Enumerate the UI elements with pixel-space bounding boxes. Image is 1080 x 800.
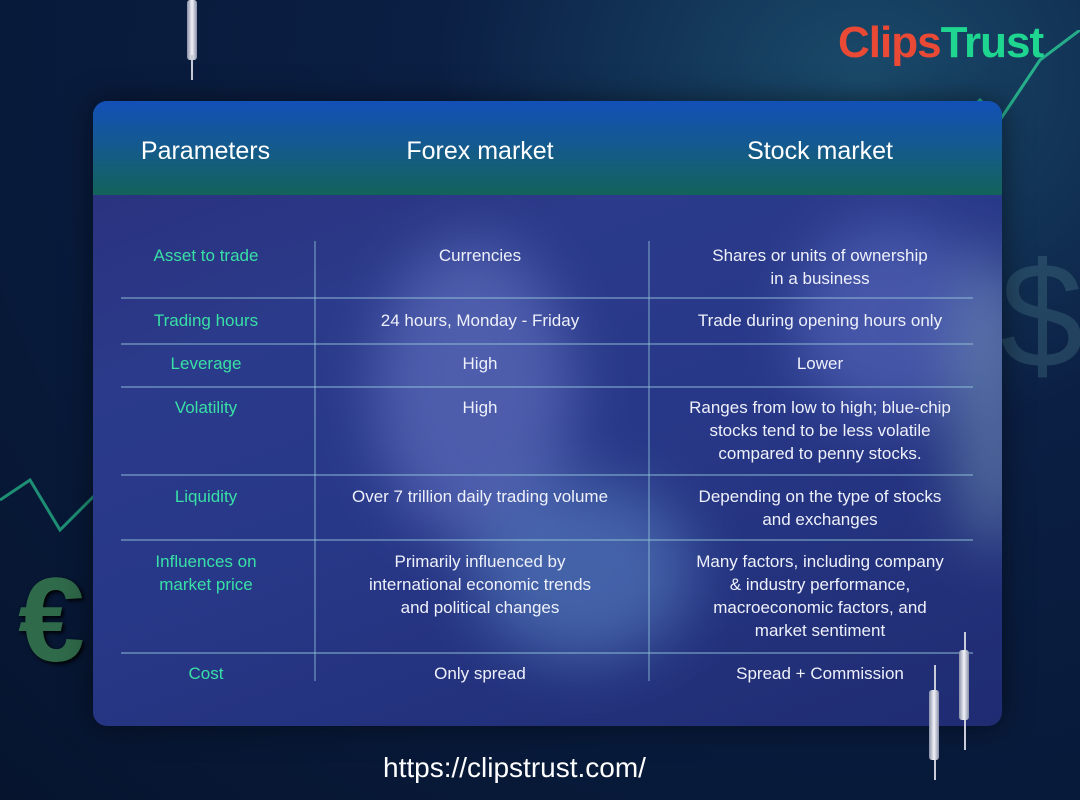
logo-text-clips: Clips xyxy=(838,18,942,67)
row-divider xyxy=(121,474,973,476)
candlestick-icon xyxy=(959,650,969,720)
candlestick-wick xyxy=(191,55,193,80)
row-divider xyxy=(121,343,973,345)
param-cell: Asset to trade xyxy=(153,246,259,265)
row-divider xyxy=(121,297,973,299)
stock-cell: Depending on the type of stocks and exch… xyxy=(698,487,942,529)
stock-cell: Shares or units of ownership in a busine… xyxy=(712,246,928,288)
forex-cell: High xyxy=(462,354,498,373)
row-divider xyxy=(121,652,973,654)
forex-cell: High xyxy=(462,398,498,417)
param-cell: Cost xyxy=(188,664,224,683)
forex-cell: Over 7 trillion daily trading volume xyxy=(351,487,609,506)
website-url[interactable]: https://clipstrust.com/ xyxy=(383,752,646,783)
param-cell: Influences on market price xyxy=(155,552,257,594)
clipstrust-logo: ClipsTrust xyxy=(838,18,1045,68)
stock-cell: Lower xyxy=(796,354,844,373)
param-cell: Liquidity xyxy=(174,487,238,506)
dollar-symbol-icon: $ xyxy=(1000,231,1080,399)
comparison-table-card: Parameters Forex market Stock market Ass… xyxy=(93,101,1002,726)
candlestick-icon xyxy=(187,0,197,60)
stock-cell: Many factors, including company & indust… xyxy=(696,552,944,640)
forex-cell: 24 hours, Monday - Friday xyxy=(380,311,580,330)
header-stock-market: Stock market xyxy=(747,137,893,165)
logo-text-trust: Trust xyxy=(940,18,1045,67)
column-divider xyxy=(648,241,650,681)
stock-cell: Ranges from low to high; blue-chip stock… xyxy=(689,398,951,463)
stock-cell: Trade during opening hours only xyxy=(697,311,943,330)
header-forex-market: Forex market xyxy=(406,137,554,165)
param-cell: Volatility xyxy=(174,398,238,417)
table-header: Parameters Forex market Stock market xyxy=(93,101,1002,195)
header-parameters: Parameters xyxy=(140,137,271,165)
stock-cell: Spread + Commission xyxy=(736,664,904,683)
row-divider xyxy=(121,386,973,388)
euro-symbol-icon: € xyxy=(18,553,85,687)
forex-cell: Currencies xyxy=(438,246,522,265)
column-divider xyxy=(314,241,316,681)
background-chart-line-icon xyxy=(0,470,102,580)
row-divider xyxy=(121,539,973,541)
forex-cell: Only spread xyxy=(434,664,526,683)
param-cell: Leverage xyxy=(170,354,242,373)
param-cell: Trading hours xyxy=(153,311,259,330)
forex-cell: Primarily influenced by international ec… xyxy=(368,552,592,617)
candlestick-icon xyxy=(929,690,939,760)
